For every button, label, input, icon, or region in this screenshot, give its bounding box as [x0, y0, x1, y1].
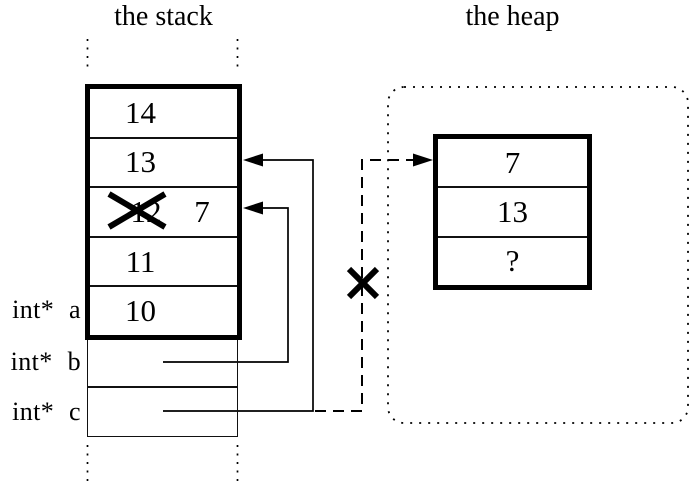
stack-frame-box: 14 13 12 7 11 10: [85, 84, 242, 340]
pointer-label-c: int* c: [12, 397, 81, 426]
heap-title: the heap: [465, 1, 560, 32]
pointer-cell-c: [88, 387, 237, 436]
heap-cell-value: 7: [504, 144, 521, 180]
stack-cell-value: 13: [125, 144, 156, 180]
pointer-cell-b: [88, 340, 237, 386]
arrowhead-right-icon: [413, 153, 433, 167]
heap-object-box: 7 13 ?: [433, 134, 592, 290]
stack-cell-10: 10: [90, 285, 237, 335]
heap-cell-value: ?: [505, 243, 520, 279]
arrowhead-left-icon: [243, 201, 263, 215]
pointer-label-b: int* b: [10, 347, 81, 376]
heap-cell-2: ?: [438, 235, 587, 285]
stack-pointer-cells: [86, 340, 238, 437]
stack-cell-value: 11: [125, 243, 156, 279]
stack-title: the stack: [114, 1, 213, 32]
dangling-pointer-dashed-line: [315, 159, 414, 412]
stack-cell-value: 14: [125, 94, 156, 130]
stack-cell-new-value: 7: [194, 193, 210, 229]
stack-cell-value: 10: [125, 293, 156, 329]
pointer-cells-divider: [87, 386, 237, 388]
pointer-label-a: int* a: [12, 295, 81, 324]
stack-cell-old-value: 12: [130, 193, 162, 229]
arrowhead-left-icon: [243, 153, 263, 167]
stack-cell-11: 11: [90, 235, 237, 286]
heap-cell-0: 7: [438, 139, 587, 186]
stack-cell-overwritten: 12 7: [90, 186, 237, 236]
heap-cell-1: 13: [438, 186, 587, 235]
stack-cell-13: 13: [90, 136, 237, 187]
heap-cell-value: 13: [497, 193, 528, 229]
severed-link-x-icon: [346, 266, 380, 300]
stack-cell-14: 14: [90, 89, 237, 137]
